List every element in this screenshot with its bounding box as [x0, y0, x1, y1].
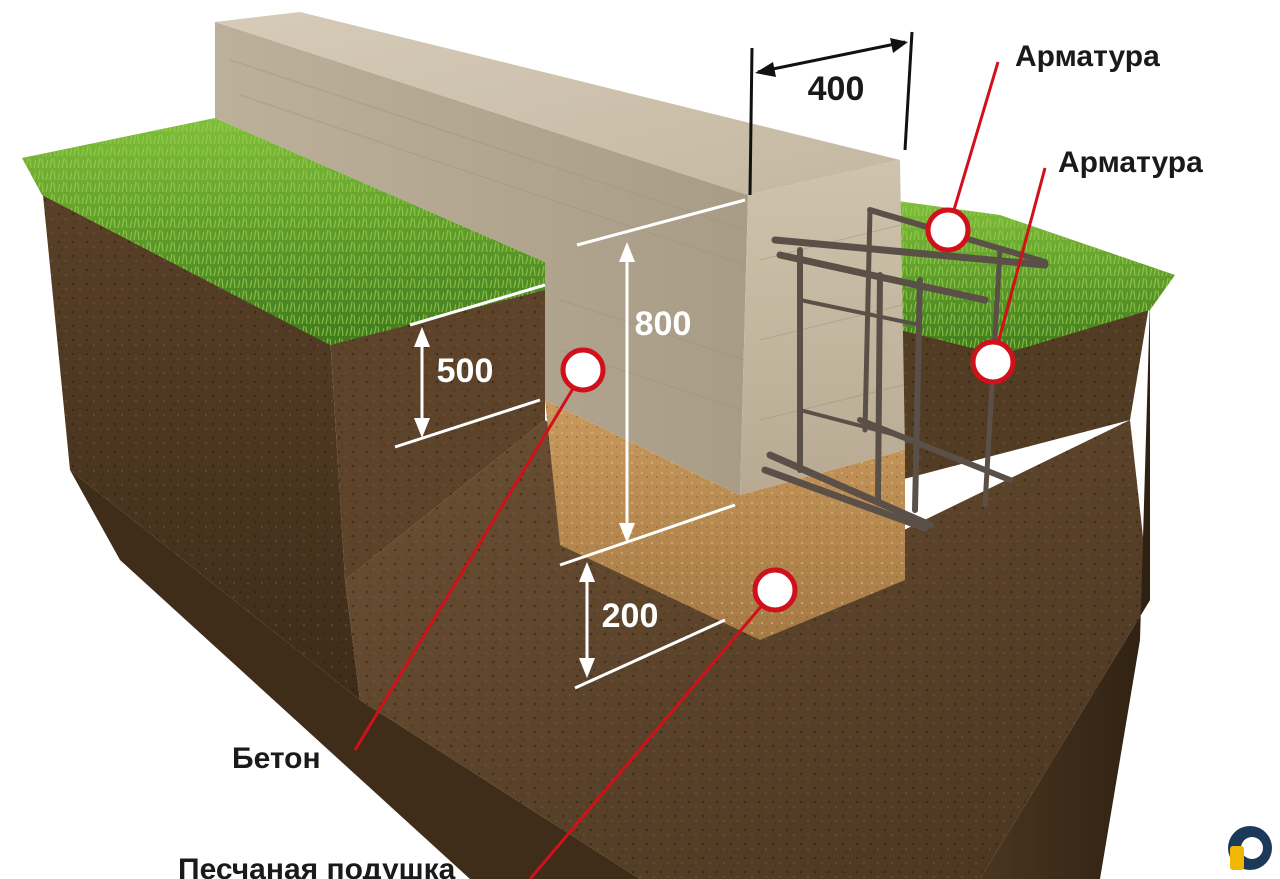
rebar-side-label: Арматура	[1058, 146, 1203, 179]
width-value: 400	[808, 70, 865, 108]
sand-value: 200	[602, 597, 659, 635]
rebar-top-label: Арматура	[1015, 40, 1160, 73]
concrete-top	[215, 12, 900, 195]
height-value: 800	[635, 305, 692, 343]
callout-lines	[353, 61, 1047, 879]
soil-right-face	[980, 300, 1150, 879]
sand-cushion-label: Песчаная подушка	[178, 853, 456, 879]
depth-value: 500	[437, 352, 494, 390]
concrete-marker	[560, 347, 606, 393]
sand-marker	[752, 567, 798, 613]
rebar-top-marker	[925, 207, 971, 253]
rebar-cage	[761, 207, 1049, 532]
dimension-lines	[394, 198, 746, 690]
width-dimension	[748, 31, 914, 196]
callout-markers	[560, 207, 1016, 613]
rebar-side-marker	[970, 339, 1016, 385]
logo-icon	[1228, 826, 1272, 870]
dimension-arrowheads	[414, 242, 635, 678]
concrete-texture	[229, 59, 904, 421]
concrete-side	[215, 22, 748, 495]
concrete-label: Бетон	[232, 742, 321, 775]
